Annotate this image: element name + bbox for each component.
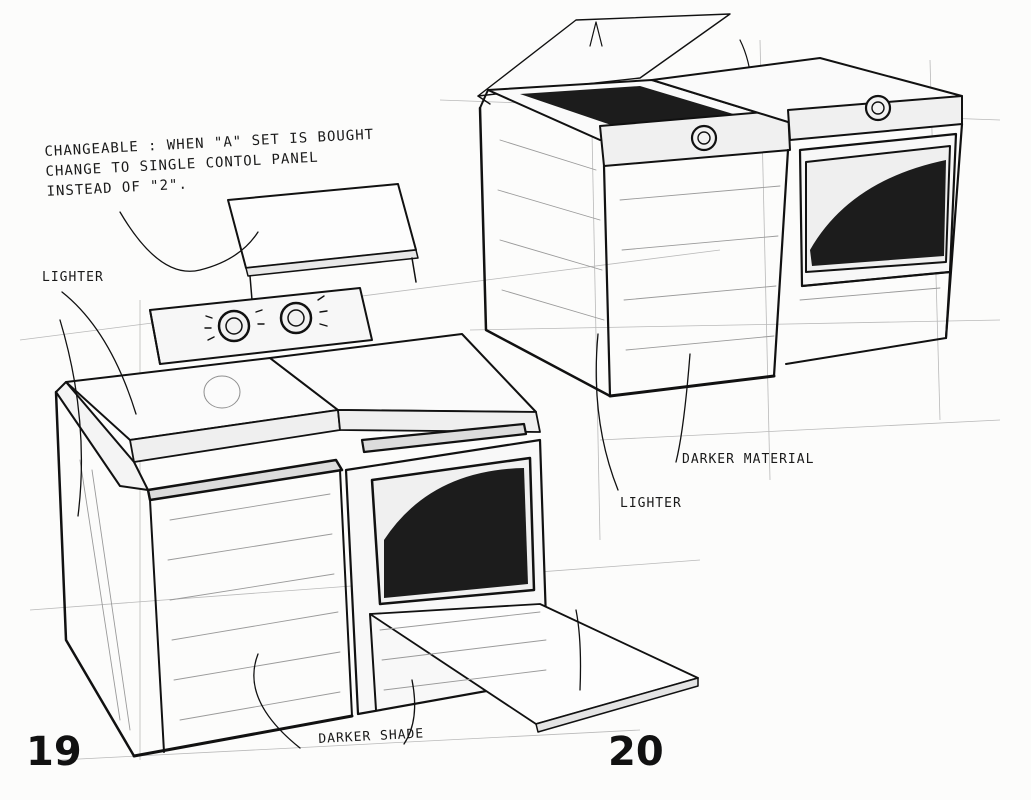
lighter-label-right: LIGHTER bbox=[620, 496, 682, 511]
control-console bbox=[149, 287, 373, 365]
top-load-washer bbox=[478, 79, 791, 398]
pencil-shading bbox=[79, 459, 547, 731]
sketch-number-20: 20 bbox=[608, 729, 664, 775]
knob-tick-marks bbox=[204, 295, 328, 341]
sketch-number-19: 19 bbox=[26, 729, 82, 775]
sketch-19-washer-dryer bbox=[54, 183, 699, 758]
sketch-20-washer-dryer bbox=[477, 13, 964, 691]
pencil-shading-20 bbox=[497, 139, 941, 351]
darker-material-label: DARKER MATERIAL bbox=[682, 452, 815, 467]
washer-tub-shade bbox=[520, 86, 740, 128]
lighter-label-left: LIGHTER bbox=[42, 270, 104, 285]
leader-arrows-20 bbox=[575, 333, 691, 691]
dryer-door-shade bbox=[810, 160, 946, 266]
dryer-window-shade bbox=[384, 468, 528, 598]
washer-unit bbox=[54, 357, 354, 758]
raised-control-lid bbox=[227, 183, 419, 301]
leader-arrows-19 bbox=[59, 211, 416, 749]
front-load-dryer bbox=[651, 57, 964, 365]
